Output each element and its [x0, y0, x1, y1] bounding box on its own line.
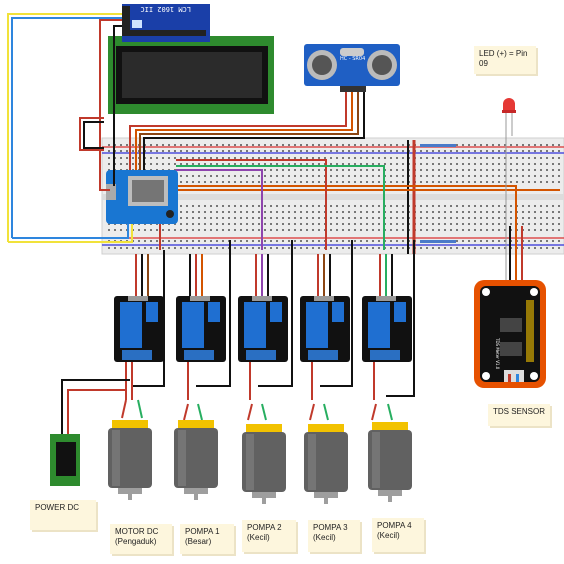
relay-module-5 [362, 296, 412, 362]
potentiometer [132, 20, 142, 28]
tds-sensor-board: TDS Meter V1.0 [474, 280, 546, 388]
dc-motor-5 [368, 422, 412, 502]
dc-motor-2 [174, 420, 218, 500]
note-pump3: POMPA 3 (Kecil) [308, 520, 360, 552]
motors [108, 420, 412, 504]
lcd-model-label: LCM 1602 IIC [140, 5, 191, 13]
note-pump2: POMPA 2 (Kecil) [242, 520, 296, 552]
relay-module-3 [238, 296, 288, 362]
lcd-display: LCM 1602 IIC [108, 4, 274, 114]
relay-module-2 [176, 296, 226, 362]
relay-module-4 [300, 296, 350, 362]
dc-motor-1 [108, 420, 152, 500]
wemos-board [106, 170, 178, 224]
dc-motor-4 [304, 424, 348, 504]
note-tds: TDS SENSOR [488, 404, 550, 426]
note-pump4: POMPA 4 (Kecil) [372, 518, 424, 552]
ultrasonic-model-label: HC - SR04 [340, 56, 365, 62]
dc-motor-3 [242, 424, 286, 504]
note-pump1: POMPA 1 (Besar) [180, 524, 234, 554]
led [502, 98, 516, 140]
relay-module-1 [114, 296, 164, 362]
wires [7, 13, 560, 436]
note-motor: MOTOR DC (Pengaduk) [110, 524, 172, 554]
ultrasonic-sensor: HC - SR04 [304, 44, 400, 92]
relay-modules [114, 296, 412, 362]
note-led: LED (+) = Pin 09 [474, 46, 536, 74]
tds-board-label: TDS Meter V1.0 [495, 337, 500, 370]
note-power: POWER DC [30, 500, 96, 530]
power-jack [50, 434, 80, 486]
